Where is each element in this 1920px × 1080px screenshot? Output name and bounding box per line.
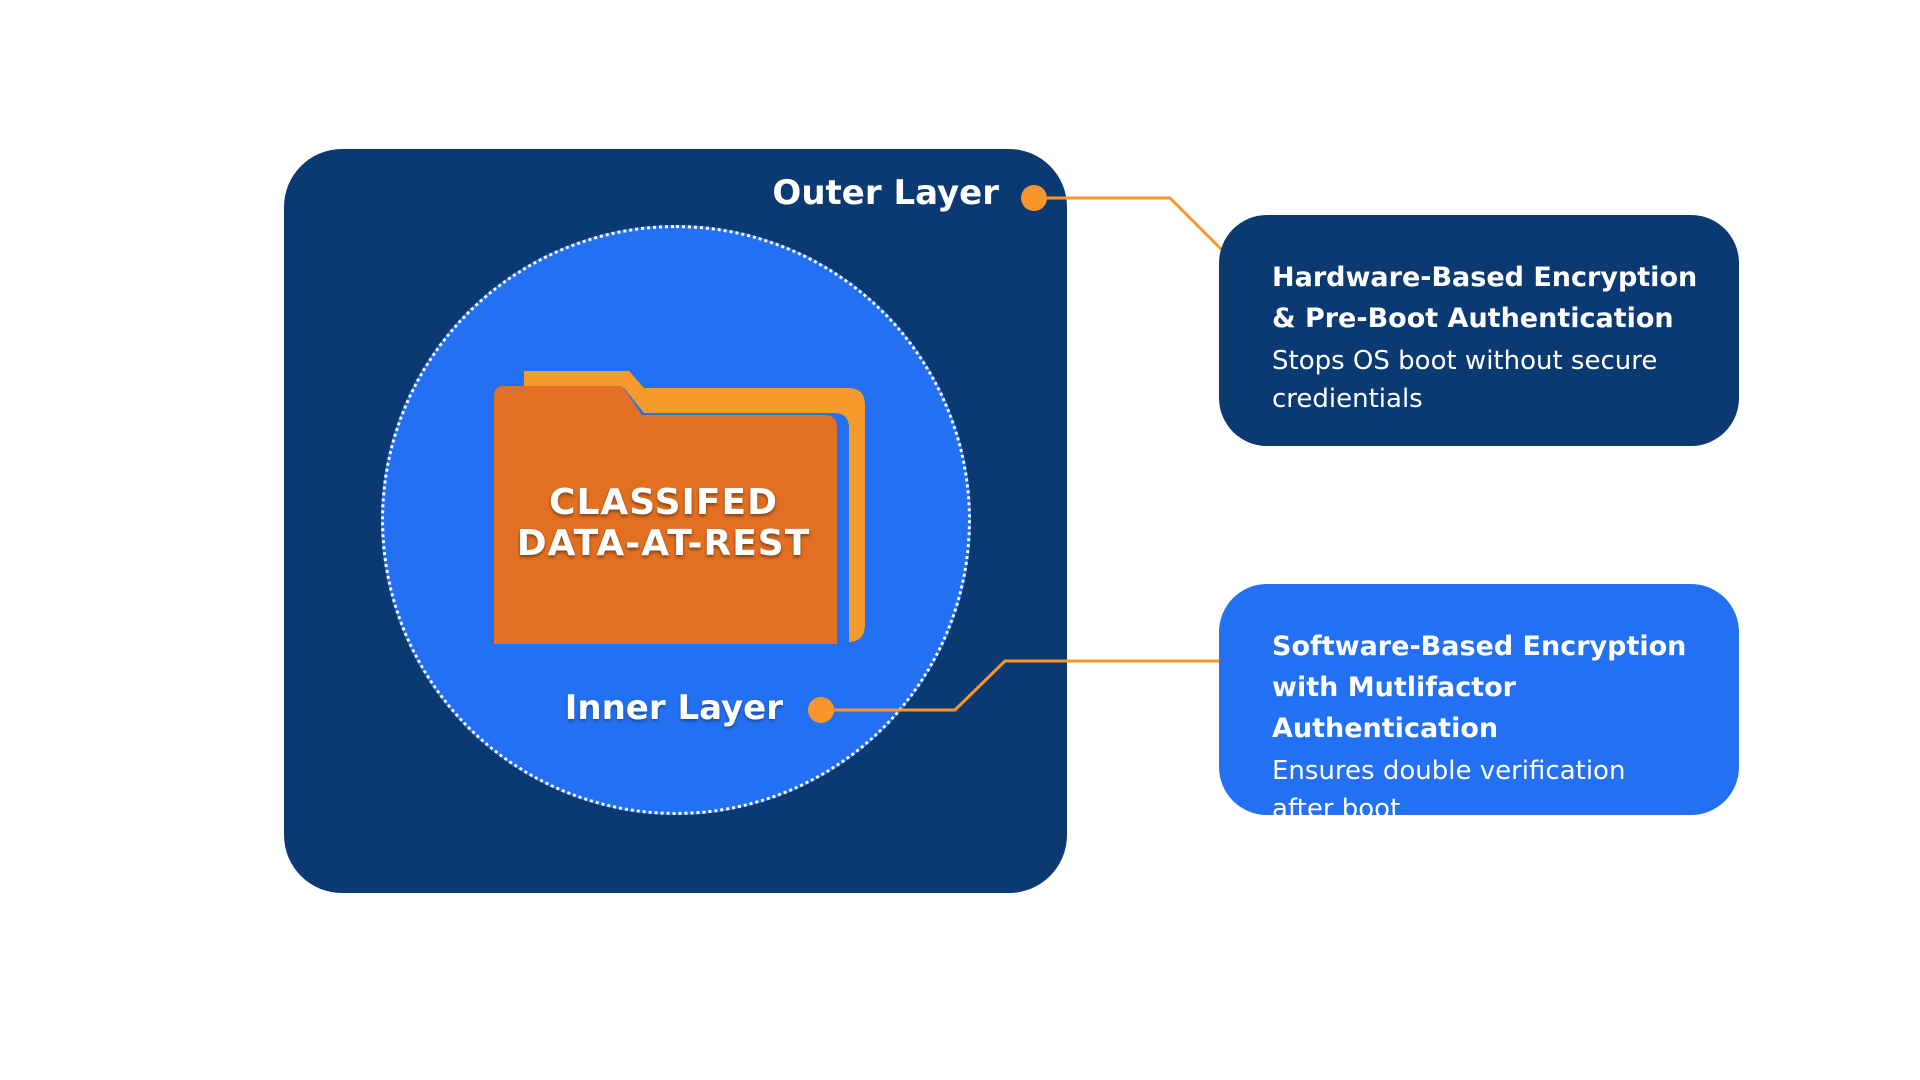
hardware-encryption-card: Hardware-Based Encryption & Pre-Boot Aut… <box>1219 215 1739 446</box>
software-card-description: Ensures double verification after boot <box>1272 756 1626 824</box>
folder-icon <box>494 371 865 644</box>
inner-layer-label: Inner Layer <box>564 688 783 728</box>
folder-label: CLASSIFED DATA-AT-REST <box>494 482 833 564</box>
folder-front <box>494 386 837 644</box>
software-card-title: Software-Based Encryption with Mutlifact… <box>1272 631 1687 744</box>
folder-label-text: CLASSIFED DATA-AT-REST <box>516 482 811 564</box>
hardware-card-title: Hardware-Based Encryption & Pre-Boot Aut… <box>1272 262 1698 334</box>
software-encryption-card: Software-Based Encryption with Mutlifact… <box>1219 584 1739 824</box>
outer-layer-label: Outer Layer <box>772 173 999 213</box>
hardware-card-description: Stops OS boot without secure crediential… <box>1272 346 1658 414</box>
